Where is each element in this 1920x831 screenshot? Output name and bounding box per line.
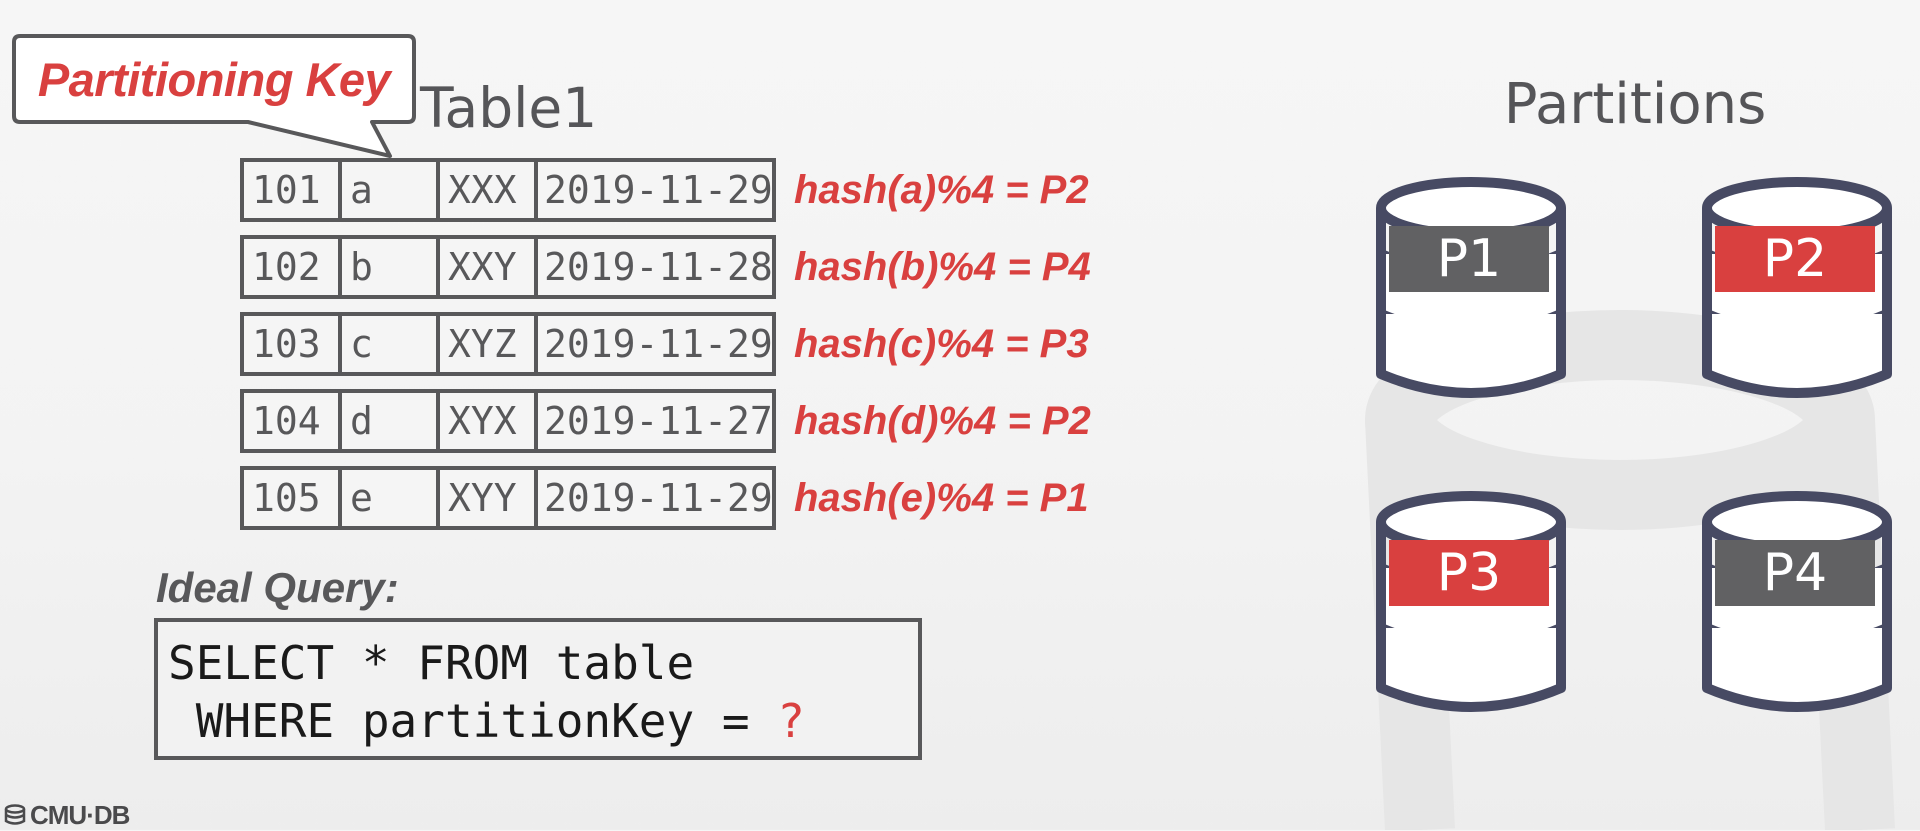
- cmu-db-logo: CMU·DB: [4, 799, 130, 830]
- partition-label: P4: [1715, 540, 1875, 606]
- hash-label: hash(c)%4 = P3: [794, 322, 1089, 366]
- date-cell: 2019-11-28: [544, 245, 772, 289]
- value-cell: XYX: [440, 393, 538, 449]
- id-cell: 105: [244, 470, 342, 526]
- hash-label: hash(d)%4 = P2: [794, 399, 1091, 443]
- date-cell: 2019-11-29: [544, 168, 772, 212]
- partition-key-cell: b: [342, 239, 440, 295]
- query-placeholder: ?: [777, 694, 805, 748]
- value-cell: XYZ: [440, 316, 538, 372]
- table-row: 104 d XYX 2019-11-27: [240, 389, 776, 453]
- id-cell: 104: [244, 393, 342, 449]
- query-line-select: SELECT * FROM table: [168, 636, 695, 690]
- partition-label: P1: [1389, 226, 1549, 292]
- value-cell: XXX: [440, 162, 538, 218]
- callout-bubble: [12, 34, 416, 158]
- partition-p3-database-icon: P3: [1373, 488, 1569, 738]
- table-row: 103 c XYZ 2019-11-29: [240, 312, 776, 376]
- partitioning-key-callout: Partitioning Key: [12, 34, 416, 158]
- table-row: 101 a XXX 2019-11-29: [240, 158, 776, 222]
- partition-label: P3: [1389, 540, 1549, 606]
- id-cell: 103: [244, 316, 342, 372]
- database-icon: [1376, 491, 1566, 712]
- partition-p4-database-icon: P4: [1699, 488, 1895, 738]
- partition-key-cell: d: [342, 393, 440, 449]
- partition-p1-database-icon: P1: [1373, 174, 1569, 424]
- database-icon: [1702, 177, 1892, 398]
- id-cell: 101: [244, 162, 342, 218]
- partition-key-cell: a: [342, 162, 440, 218]
- value-cell: XXY: [440, 239, 538, 295]
- query-line-where: WHERE partitionKey = ?: [168, 694, 805, 748]
- database-icon: [4, 804, 26, 825]
- database-icon: [1376, 177, 1566, 398]
- partition-key-cell: e: [342, 470, 440, 526]
- logo-text: CMU·DB: [30, 799, 130, 830]
- hash-label: hash(a)%4 = P2: [794, 168, 1089, 212]
- table-row: 102 b XXY 2019-11-28: [240, 235, 776, 299]
- table-row: 105 e XYY 2019-11-29: [240, 466, 776, 530]
- query-where-text: WHERE partitionKey =: [168, 694, 778, 748]
- table-title: Table1: [420, 76, 598, 140]
- callout-text: Partitioning Key: [37, 53, 391, 106]
- hash-label: hash(b)%4 = P4: [794, 245, 1091, 289]
- database-icon: [1702, 491, 1892, 712]
- partition-p2-database-icon: P2: [1699, 174, 1895, 424]
- partition-label: P2: [1715, 226, 1875, 292]
- partition-key-cell: c: [342, 316, 440, 372]
- date-cell: 2019-11-29: [544, 322, 772, 366]
- date-cell: 2019-11-29: [544, 476, 772, 520]
- hash-label: hash(e)%4 = P1: [794, 476, 1089, 520]
- date-cell: 2019-11-27: [544, 399, 772, 443]
- ideal-query-label: Ideal Query:: [156, 564, 399, 611]
- id-cell: 102: [244, 239, 342, 295]
- partitions-title: Partitions: [1503, 72, 1767, 137]
- query-box: SELECT * FROM table WHERE partitionKey =…: [154, 618, 922, 760]
- value-cell: XYY: [440, 470, 538, 526]
